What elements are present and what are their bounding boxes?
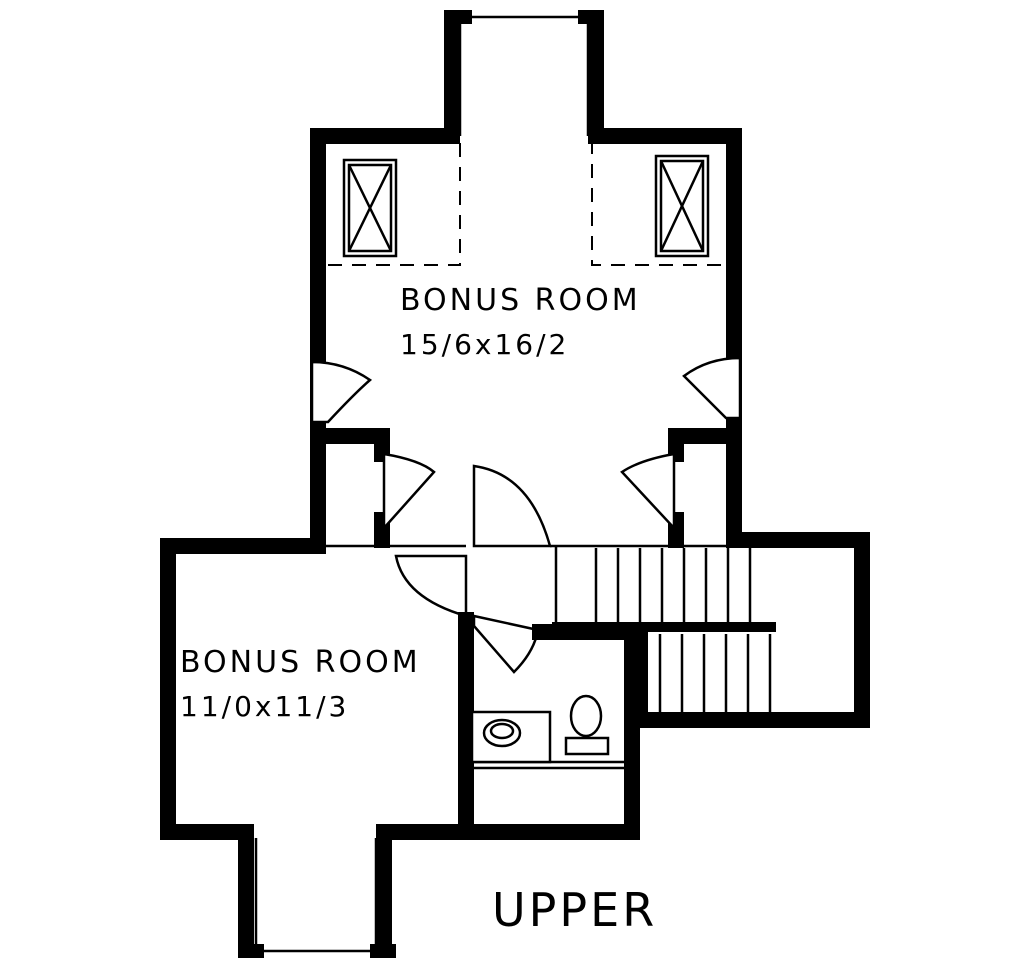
hall-door-bottom — [472, 614, 540, 674]
room-dims-lower: 11/0x11/3 — [180, 690, 349, 723]
hall-door-top — [472, 464, 552, 548]
upper-bonus-room-walls — [310, 10, 742, 548]
staircase — [552, 532, 870, 728]
bathroom-sink — [470, 710, 552, 764]
door-swing-right-closet — [620, 452, 676, 532]
door-swing-left-wall — [310, 360, 373, 424]
attic-dashed-lines — [328, 140, 726, 266]
door-swing-left-closet — [382, 452, 436, 532]
skylight-left — [342, 158, 398, 258]
floor-label: UPPER — [492, 883, 657, 937]
bathroom-toilet — [564, 694, 610, 756]
closet-walls — [318, 428, 736, 548]
room-label-lower: BONUS ROOM 11/0x11/3 — [180, 645, 421, 723]
room-name-lower: BONUS ROOM — [180, 645, 421, 680]
room-name-upper: BONUS ROOM — [400, 283, 641, 318]
skylight-right — [654, 154, 710, 258]
door-swing-right-wall — [682, 356, 742, 420]
stair-treads — [594, 548, 772, 712]
room-dims-upper: 15/6x16/2 — [400, 328, 569, 361]
hall-door-left — [394, 554, 468, 618]
room-label-upper: BONUS ROOM 15/6x16/2 — [400, 283, 641, 361]
lower-bonus-room-walls — [160, 538, 474, 958]
